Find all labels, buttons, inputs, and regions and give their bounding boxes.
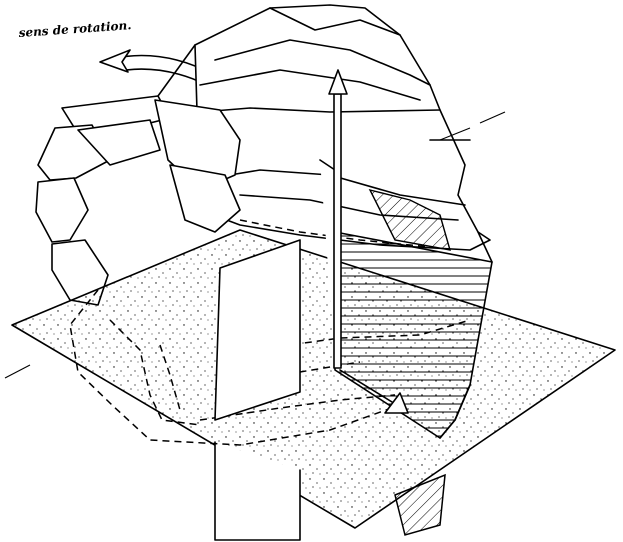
rotation-label: sens de rotation. (18, 18, 132, 40)
